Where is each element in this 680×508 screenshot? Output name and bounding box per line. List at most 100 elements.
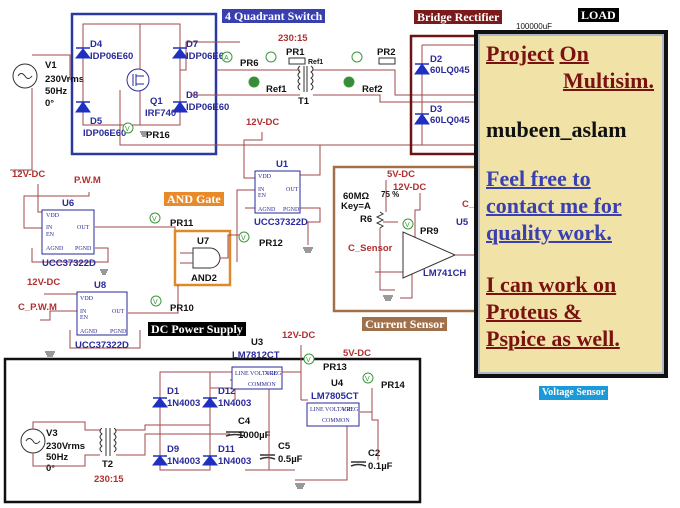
svg-text:D4: D4 xyxy=(90,39,103,50)
svg-text:C4: C4 xyxy=(238,416,251,427)
svg-text:D5: D5 xyxy=(90,116,103,127)
dc-power-supply-frame xyxy=(3,357,422,504)
svg-text:V: V xyxy=(241,235,246,242)
chip-u8[interactable]: U8 VDD IN EN AGND OUT PGND UCC37322D xyxy=(75,280,129,351)
probe-pr12[interactable]: V PR12 xyxy=(238,231,283,249)
svg-text:D11: D11 xyxy=(218,444,236,455)
ground-u6 xyxy=(100,269,108,275)
regulator-u4[interactable]: LINE VOLTAGE VREG COMMON xyxy=(306,402,360,427)
probe-pr11[interactable]: V PR11 xyxy=(149,212,194,229)
and-gate-u7[interactable]: U7 AND2 xyxy=(180,234,240,284)
potentiometer-r6[interactable]: 60MΩ 75 % Key=A R6 xyxy=(341,180,399,291)
info-contact[interactable]: Feel free to contact me for quality work… xyxy=(486,166,622,245)
load-cap-value: 100000uF xyxy=(516,22,552,31)
svg-text:75 %: 75 % xyxy=(381,190,399,199)
net-c-sensor: C_Sensor xyxy=(348,243,393,254)
probe-pr1[interactable]: PR1 Ref1 xyxy=(286,47,323,66)
diode-d12[interactable]: D12 1N4003 xyxy=(201,386,251,409)
diode-d11[interactable]: D11 1N4003 xyxy=(201,444,251,467)
regulator-u3[interactable]: LINE VOLTAGE VREG COMMON xyxy=(231,366,283,390)
v1-voltage: 230Vrms xyxy=(45,74,84,85)
capacitor-c5[interactable]: C5 0.5µF xyxy=(259,441,303,465)
svg-text:V: V xyxy=(306,357,311,364)
svg-text:0°: 0° xyxy=(46,463,55,474)
svg-text:U5: U5 xyxy=(456,217,469,228)
probe-pr13[interactable]: V PR13 xyxy=(303,353,347,373)
svg-text:VREG: VREG xyxy=(265,371,282,377)
svg-text:IDP06E60: IDP06E60 xyxy=(186,102,229,113)
svg-text:PR10: PR10 xyxy=(170,303,194,314)
svg-text:V: V xyxy=(153,299,158,306)
svg-text:1N4003: 1N4003 xyxy=(218,398,251,409)
net-12v-u1: 12V-DC xyxy=(246,117,279,128)
probe-voltage-2[interactable] xyxy=(351,51,363,63)
svg-text:UCC37322D: UCC37322D xyxy=(75,340,129,351)
probe-pr9[interactable]: V PR9 xyxy=(402,218,438,237)
net-12v-u6: 12V-DC xyxy=(12,169,45,180)
diode-d8[interactable]: D8 IDP06E60 xyxy=(172,90,229,113)
v1-source[interactable]: V1 230Vrms 50Hz 0° xyxy=(12,60,84,109)
svg-text:C2: C2 xyxy=(368,448,380,459)
svg-text:PGND: PGND xyxy=(75,246,92,252)
v1-name: V1 xyxy=(45,60,57,71)
transformer-t2[interactable]: T2 230:15 xyxy=(94,427,124,485)
transformer-t1[interactable]: T1 xyxy=(297,65,314,107)
svg-text:1000µF: 1000µF xyxy=(238,430,271,441)
diode-d7[interactable]: D7 IDP06E60 xyxy=(171,39,229,62)
v1-phase: 0° xyxy=(45,98,54,109)
svg-text:PGND: PGND xyxy=(110,329,127,335)
svg-text:LINE VOLTAGE: LINE VOLTAGE xyxy=(310,407,353,413)
net-12v-u5: 12V-DC xyxy=(393,182,426,193)
svg-text:D3: D3 xyxy=(430,104,442,115)
diode-d5[interactable]: D5 IDP06E60 xyxy=(75,101,126,139)
diode-d4[interactable]: D4 IDP06E60 xyxy=(74,39,133,62)
opamp-u5[interactable]: U5 LM741CH xyxy=(402,217,478,279)
svg-text:IN: IN xyxy=(80,309,87,315)
diode-d2[interactable]: D2 60LQ045 xyxy=(414,54,470,76)
svg-text:VDD: VDD xyxy=(46,213,60,219)
section-label-dc-power-supply: DC Power Supply xyxy=(148,322,246,336)
svg-text:PR12: PR12 xyxy=(259,238,283,249)
mosfet-q1[interactable]: Q1 IRF740 xyxy=(126,68,176,119)
section-label-and-gate: AND Gate xyxy=(164,192,224,206)
info-skills: I can work on Proteus & Pspice as well. xyxy=(486,272,620,351)
svg-text:VREG: VREG xyxy=(342,407,359,413)
svg-text:PGND: PGND xyxy=(283,207,300,213)
svg-text:230:15: 230:15 xyxy=(94,474,124,485)
net-5v-r6: 5V-DC xyxy=(387,169,415,180)
diode-d1[interactable]: D1 1N4003 xyxy=(151,386,200,409)
svg-text:VDD: VDD xyxy=(80,296,94,302)
capacitor-c2[interactable]: C2 0.1µF xyxy=(350,448,393,472)
probe-pr6[interactable]: A PR6 xyxy=(221,51,258,69)
net-pwm: P.W.M xyxy=(74,175,101,186)
svg-text:V: V xyxy=(152,216,157,223)
svg-text:230Vrms: 230Vrms xyxy=(46,441,85,452)
svg-text:PR9: PR9 xyxy=(420,226,438,237)
v3-source[interactable]: V3 230Vrms 50Hz 0° xyxy=(20,428,85,474)
chip-u1[interactable]: U1 VDD IN EN AGND OUT PGND UCC37322D xyxy=(254,159,308,228)
svg-text:PR1: PR1 xyxy=(286,47,305,58)
diode-d9[interactable]: D9 1N4003 xyxy=(151,444,200,467)
svg-text:OUT: OUT xyxy=(77,225,90,231)
svg-text:EN: EN xyxy=(80,315,89,321)
svg-text:V: V xyxy=(405,222,410,229)
chip-u6[interactable]: U6 VDD IN EN AGND OUT PGND UCC37322D xyxy=(41,198,96,269)
probe-pr16[interactable]: V PR16 xyxy=(122,122,170,141)
net-c-pwm: C_P.W.M xyxy=(18,302,57,313)
svg-text:AND2: AND2 xyxy=(191,273,217,284)
probe-pr14[interactable]: V PR14 xyxy=(362,372,405,391)
probe-voltage-ref2[interactable] xyxy=(343,76,355,88)
svg-text:60LQ045: 60LQ045 xyxy=(430,65,470,76)
probe-voltage-1[interactable] xyxy=(265,51,277,63)
info-author: mubeen_aslam xyxy=(486,117,627,142)
svg-text:Q1: Q1 xyxy=(150,96,163,107)
probe-voltage-ref1[interactable] xyxy=(248,76,260,88)
probe-pr2[interactable]: PR2 xyxy=(377,47,396,65)
probe-pr10[interactable]: V PR10 xyxy=(150,295,194,314)
svg-text:U8: U8 xyxy=(94,280,106,291)
capacitor-c4[interactable]: C4 1000µF xyxy=(225,416,271,441)
ground-u1 xyxy=(303,247,313,253)
quadrant-switch-frame xyxy=(70,12,218,156)
diode-d3[interactable]: D3 60LQ045 xyxy=(414,104,470,126)
